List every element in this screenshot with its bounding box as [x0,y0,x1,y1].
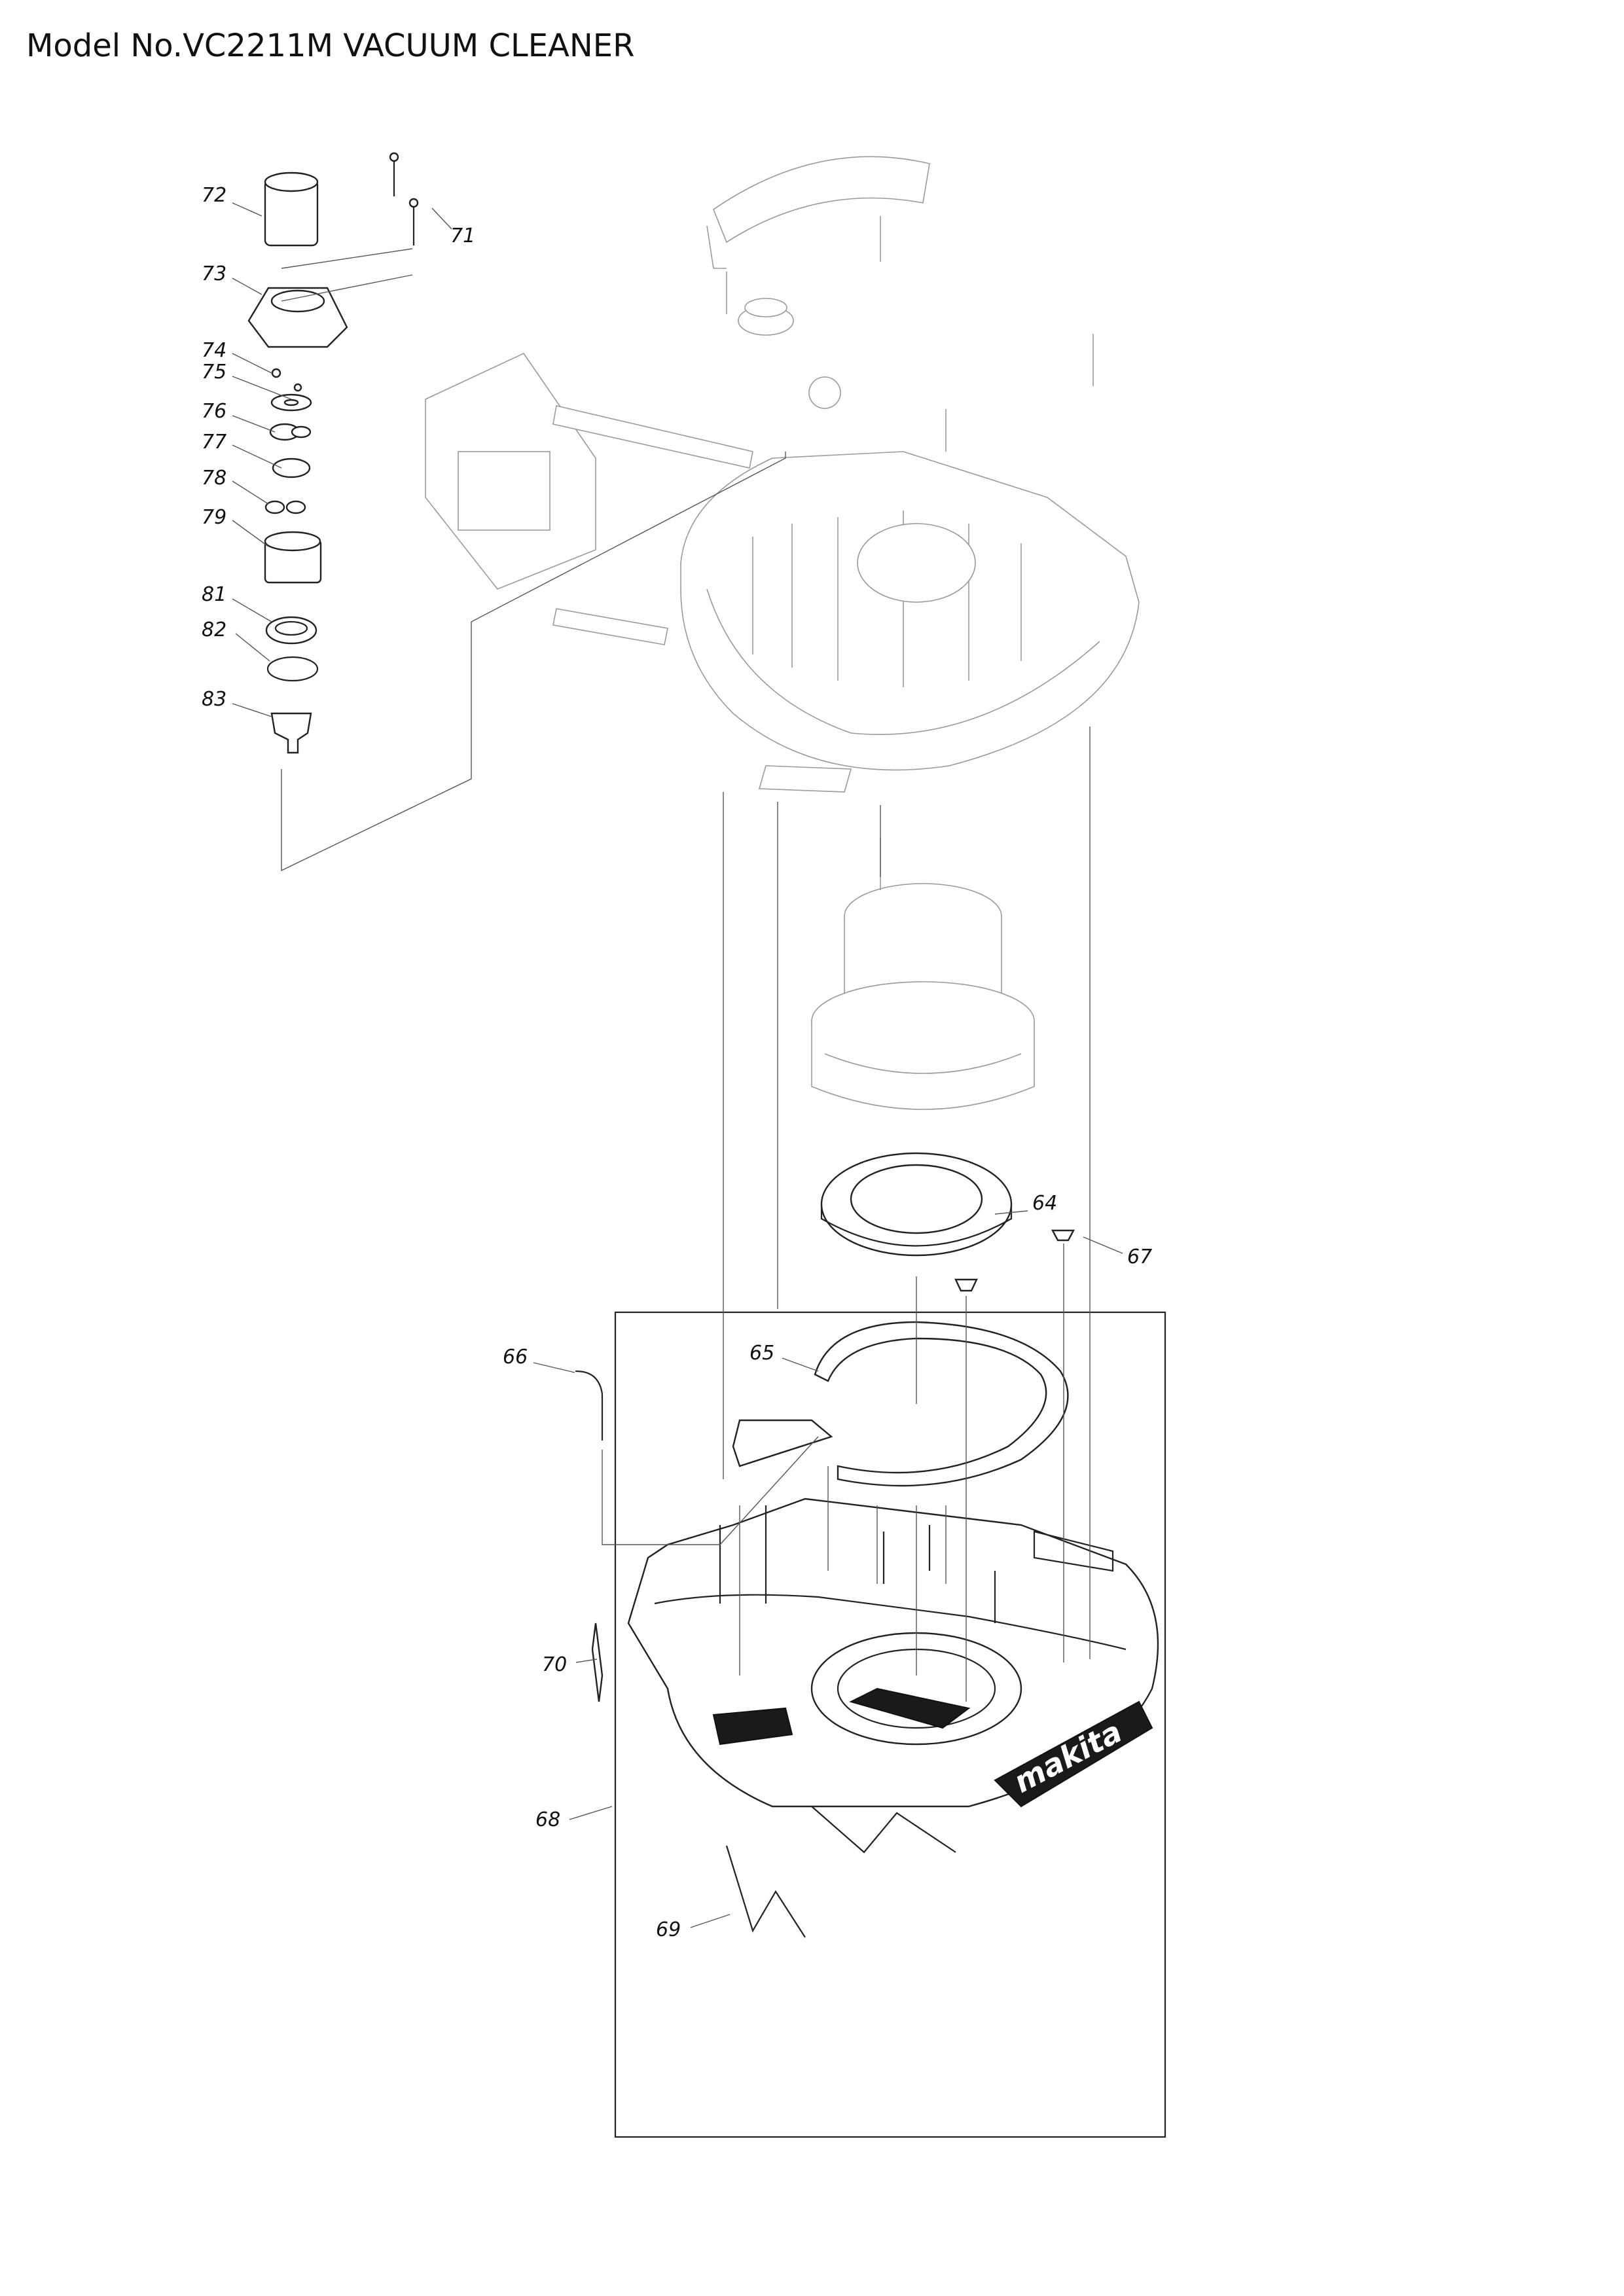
small-parts-column [247,152,419,754]
part-65-foam-ring [732,1321,1069,1487]
callout-71: 71 [450,224,475,247]
callout-83: 83 [202,688,226,711]
callout-76: 76 [202,400,226,423]
callout-73: 73 [202,262,226,285]
page-title: Model No.VC2211M VACUUM CLEANER [26,27,635,64]
callout-79: 79 [202,506,226,529]
callout-70: 70 [542,1653,567,1676]
callout-65: 65 [749,1342,774,1365]
callout-labels: 72 71 73 74 75 76 77 78 79 81 82 83 64 6… [202,184,1152,1941]
callout-64: 64 [1032,1192,1057,1215]
callout-66: 66 [503,1346,528,1369]
callout-69: 69 [656,1918,681,1941]
part-69-wire-clips [725,1806,956,1938]
part-68-base-housing: makita [627,1498,1159,1808]
callout-78: 78 [202,467,226,490]
leader-lines [232,202,1123,1928]
callout-74: 74 [202,339,226,362]
callout-75: 75 [202,361,226,384]
motor-unit-ghost [811,838,1035,1110]
part-64-seal-ring [820,1152,1013,1257]
callout-67: 67 [1127,1246,1152,1268]
upper-housing-ghost [425,156,1140,793]
callout-72: 72 [202,184,226,207]
part-68-group-frame [614,1311,1166,2138]
part-67-cap [954,1229,1075,1292]
callout-77: 77 [202,431,226,454]
callout-82: 82 [202,619,226,641]
part-70-strip [591,1623,604,1702]
callout-81: 81 [202,583,226,606]
callout-68: 68 [535,1808,560,1831]
part-66-bent-tube [575,1370,604,1441]
